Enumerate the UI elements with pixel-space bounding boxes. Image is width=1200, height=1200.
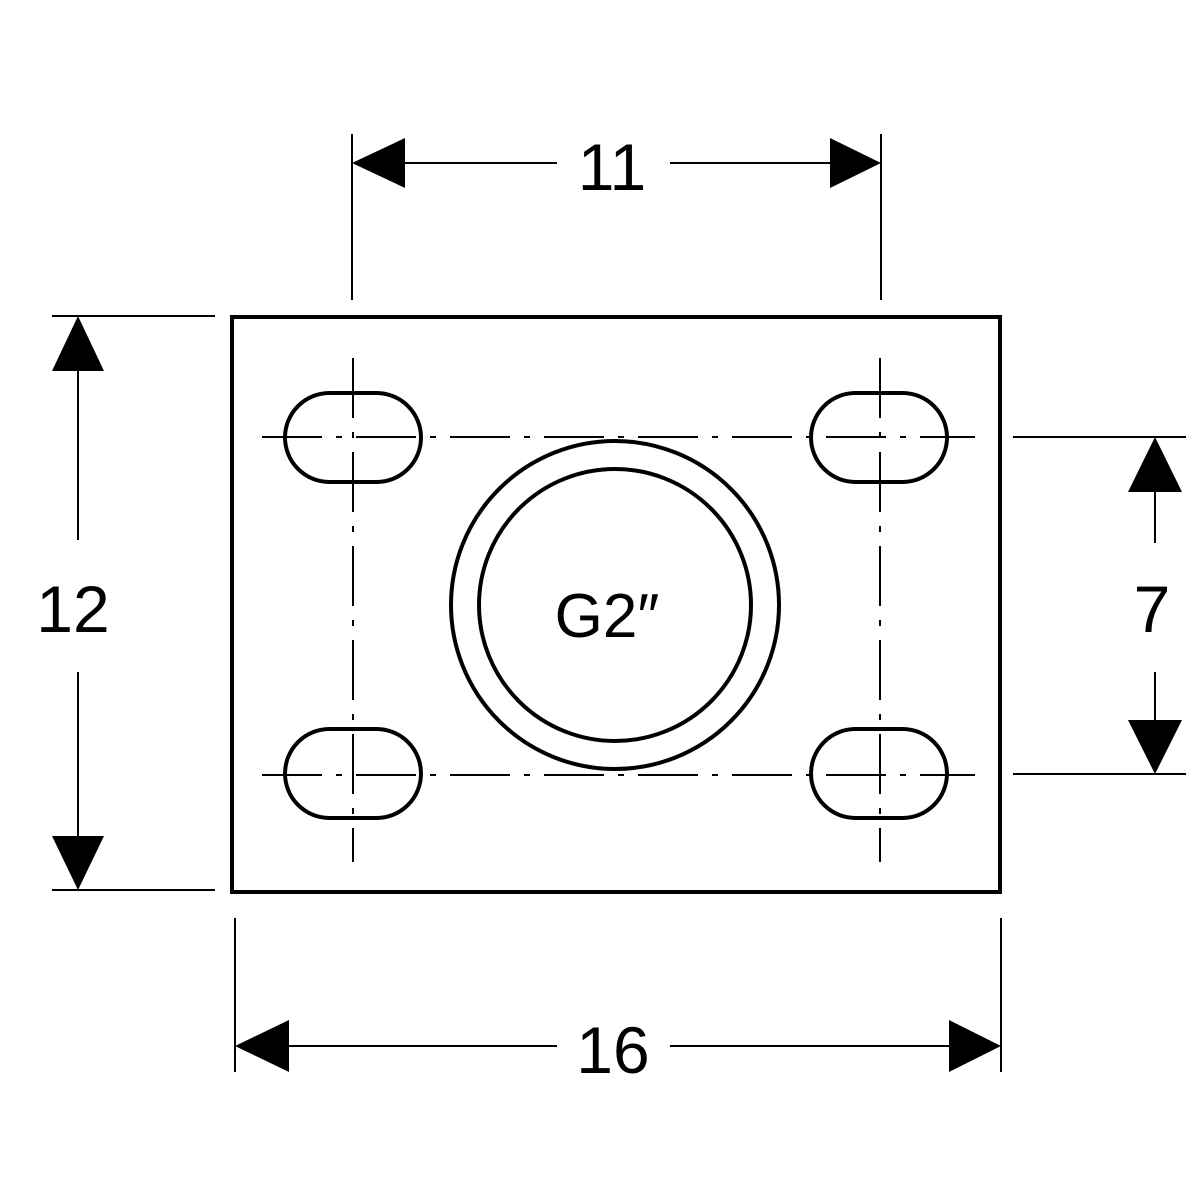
slot-bottom-right bbox=[809, 727, 949, 820]
dimension-right: 7 bbox=[1013, 436, 1186, 775]
dimension-value: 7 bbox=[1134, 572, 1171, 646]
arrowhead-up bbox=[1128, 437, 1182, 492]
dimension-bottom: 16 bbox=[234, 918, 1002, 1087]
dimension-value: 16 bbox=[576, 1013, 649, 1087]
arrowhead-left bbox=[352, 138, 405, 188]
port-outer-circle bbox=[449, 439, 781, 771]
dimension-left: 12 bbox=[36, 315, 215, 891]
slot-top-right bbox=[809, 391, 949, 484]
arrowhead-up bbox=[52, 316, 104, 371]
port-inner-circle bbox=[477, 467, 753, 743]
thread-label: G2″ bbox=[555, 582, 660, 651]
arrowhead-down bbox=[52, 836, 104, 890]
slot-top-left bbox=[283, 391, 423, 484]
center-lines bbox=[262, 358, 975, 862]
slot-bottom-left bbox=[283, 727, 423, 820]
mounting-slots bbox=[283, 391, 949, 820]
threaded-port: G2″ bbox=[449, 439, 781, 771]
dimension-top: 11 bbox=[351, 130, 882, 300]
arrowhead-down bbox=[1128, 720, 1182, 774]
plate-outline bbox=[230, 315, 1002, 894]
dimension-value: 12 bbox=[36, 572, 109, 646]
arrowhead-right bbox=[949, 1020, 1001, 1072]
arrowhead-right bbox=[830, 138, 881, 188]
dimension-value: 11 bbox=[578, 130, 647, 204]
arrowhead-left bbox=[235, 1020, 289, 1072]
